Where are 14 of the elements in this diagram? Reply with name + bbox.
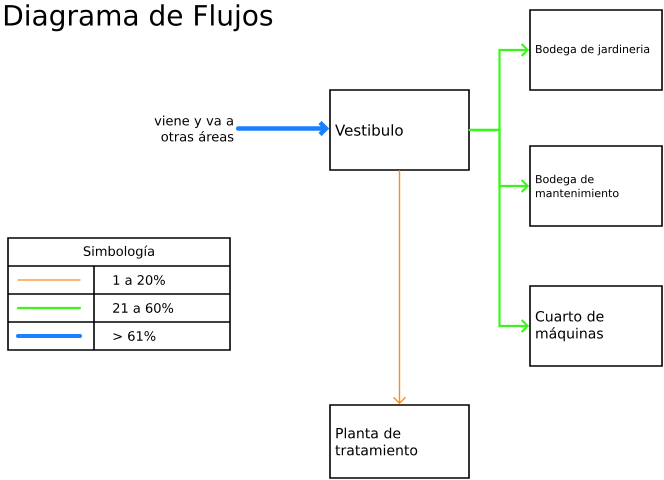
legend-text: 1 a 20%: [114, 275, 165, 285]
legend-title: Simbología: [84, 245, 154, 259]
title: Diagrama de Flujos: [4, 4, 272, 32]
area-box: Planta de tratamiento: [329, 404, 470, 479]
flow-text: viene y va a otras áreas: [154, 115, 234, 142]
area-box: Bodega de jardineria: [529, 9, 663, 91]
area-box: Bodega de mantenimiento: [529, 145, 663, 227]
area-box: Vestibulo: [329, 89, 470, 171]
area-box: Cuarto de máquinas: [529, 285, 663, 367]
arrow: [393, 170, 406, 404]
legend-text: 21 a 60%: [113, 303, 174, 313]
arrow: [468, 128, 530, 333]
legend-text: > 61%: [114, 331, 156, 341]
arrow: [236, 120, 330, 136]
